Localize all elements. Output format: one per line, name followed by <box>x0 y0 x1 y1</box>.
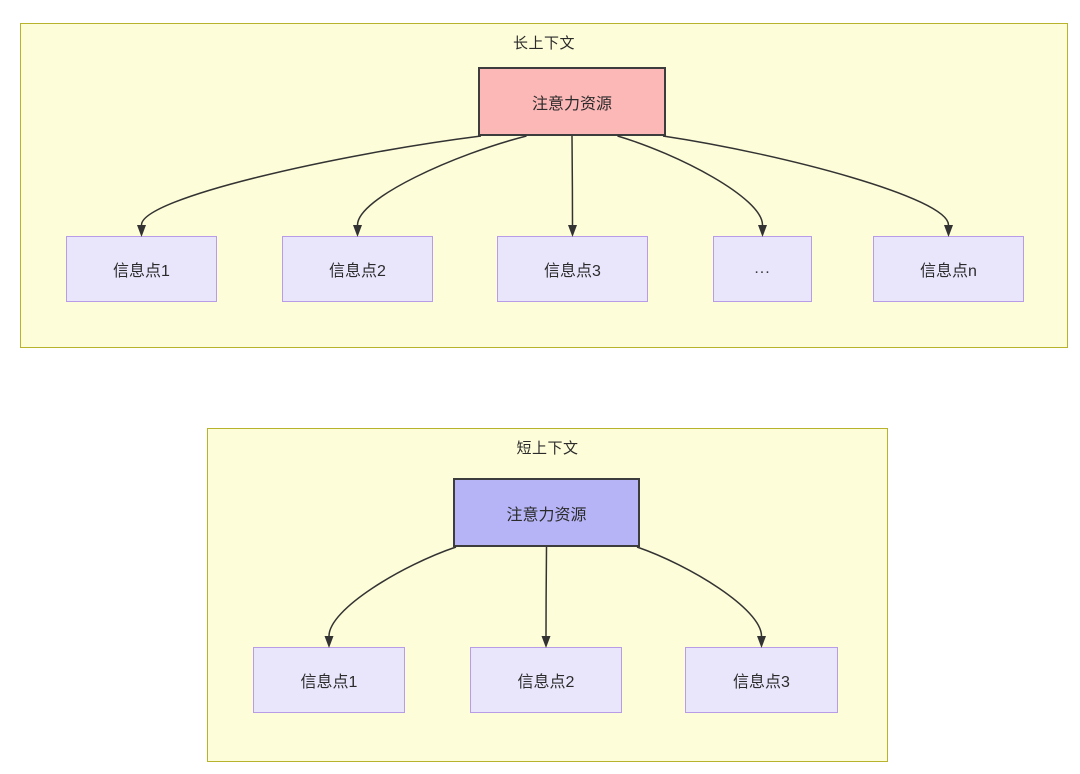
root-node-short-context[interactable]: 注意力资源 <box>453 478 640 547</box>
leaf-node-short-context-2[interactable]: 信息点2 <box>470 647 622 713</box>
leaf-node-ellipsis-long-context[interactable]: ... <box>713 236 812 302</box>
leaf-node-long-context-3[interactable]: 信息点3 <box>497 236 648 302</box>
root-node-long-context[interactable]: 注意力资源 <box>478 67 666 136</box>
leaf-node-short-context-1[interactable]: 信息点1 <box>253 647 405 713</box>
panel-title-long-context: 长上下文 <box>512 35 575 52</box>
leaf-node-long-context-5[interactable]: 信息点n <box>873 236 1024 302</box>
leaf-node-long-context-2[interactable]: 信息点2 <box>282 236 433 302</box>
panel-title-short-context: 短上下文 <box>516 440 579 457</box>
leaf-node-long-context-1[interactable]: 信息点1 <box>66 236 217 302</box>
leaf-node-short-context-3[interactable]: 信息点3 <box>685 647 838 713</box>
